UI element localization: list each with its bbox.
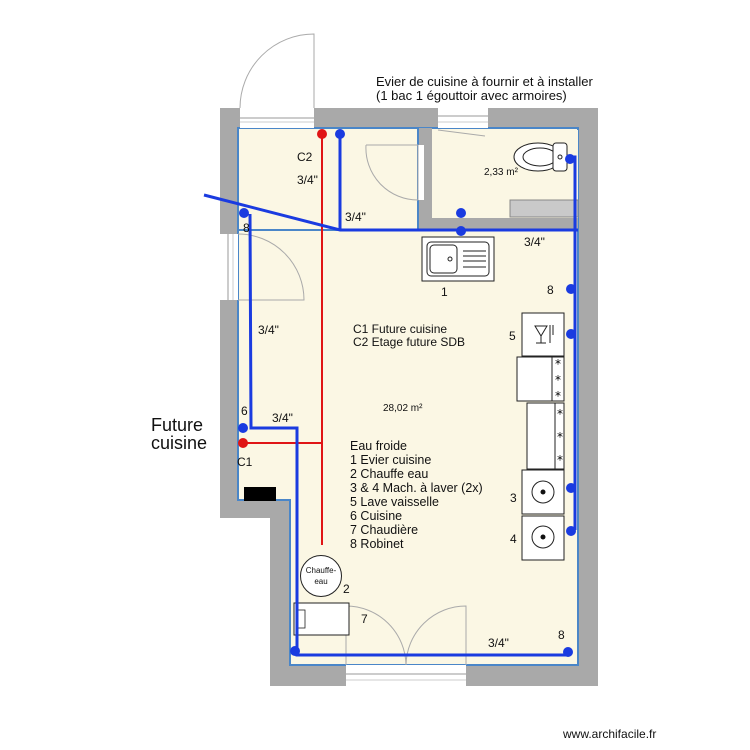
boiler-icon bbox=[293, 602, 350, 636]
toilet-icon bbox=[513, 142, 568, 172]
pipe-size-bottom: 3/4" bbox=[488, 636, 509, 650]
legend-item: 2 Chauffe eau bbox=[350, 467, 429, 481]
svg-text:*: * bbox=[557, 453, 563, 467]
fixture-number-washer2: 4 bbox=[510, 532, 517, 546]
dishwasher-icon bbox=[521, 312, 565, 357]
watermark: www.archifacile.fr bbox=[563, 727, 657, 741]
top-door-swing bbox=[239, 33, 315, 109]
water-heater-label-2: eau bbox=[314, 577, 328, 586]
fixture-number-washer1: 3 bbox=[510, 491, 517, 505]
c2-point bbox=[317, 129, 327, 139]
fixture-number-sink: 1 bbox=[441, 285, 448, 299]
wc-area: 2,33 m² bbox=[484, 167, 518, 178]
bottom-door-swing-left bbox=[345, 605, 407, 666]
red-pipes bbox=[243, 134, 323, 545]
wc-counter bbox=[509, 199, 579, 218]
svg-text:*: * bbox=[555, 357, 561, 371]
legend-item: 5 Lave vaisselle bbox=[350, 495, 439, 509]
pipe-size-left-horizontal: 3/4" bbox=[272, 411, 293, 425]
water-heater-icon: Chauffe- eau bbox=[300, 555, 342, 597]
c1-label: C1 bbox=[237, 455, 253, 469]
header-note-line2: (1 bac 1 égouttoir avec armoires) bbox=[376, 88, 567, 103]
closet-door-swing bbox=[365, 144, 419, 201]
bottom-door-swing-right bbox=[405, 605, 467, 666]
c2-label: C2 bbox=[297, 150, 313, 164]
legend-item: 7 Chaudière bbox=[350, 523, 419, 537]
svg-text:*: * bbox=[557, 430, 563, 444]
left-door-swing bbox=[237, 233, 305, 301]
svg-text:*: * bbox=[557, 407, 563, 421]
water-heater-label-1: Chauffe- bbox=[305, 566, 337, 575]
fixture-number-water-heater: 2 bbox=[343, 582, 350, 596]
fixture-number-kitchen: 6 bbox=[241, 404, 248, 418]
legend-item: 8 Robinet bbox=[350, 537, 404, 551]
legend-item: 6 Cuisine bbox=[350, 509, 403, 523]
washing-machine-2-icon bbox=[521, 515, 565, 561]
main-area: 28,02 m² bbox=[383, 403, 423, 414]
legend: Eau froide 1 Evier cuisine 2 Chauffe eau… bbox=[350, 439, 483, 551]
c1-description: C1 Future cuisine bbox=[353, 322, 448, 336]
wc-window-sash bbox=[437, 129, 486, 137]
future-kitchen-label-2: cuisine bbox=[151, 433, 208, 453]
header-note-line1: Evier de cuisine à fournir et à installe… bbox=[376, 74, 593, 89]
future-kitchen-label-1: Future bbox=[151, 415, 204, 435]
wc-window bbox=[438, 108, 488, 128]
legend-title: Eau froide bbox=[350, 439, 407, 453]
svg-text:*: * bbox=[555, 373, 561, 387]
wc-wall-bottom bbox=[418, 217, 578, 229]
fixture-number-dishwasher: 5 bbox=[509, 329, 516, 343]
c2-description: C2 Etage future SDB bbox=[353, 335, 466, 349]
pipe-size-left-vertical: 3/4" bbox=[258, 323, 279, 337]
legend-item: 1 Evier cuisine bbox=[350, 453, 432, 467]
bottom-door-opening bbox=[346, 665, 466, 686]
cooktop-1-icon: * * * bbox=[516, 356, 565, 403]
fixture-number-tap-bottom-right: 8 bbox=[558, 628, 565, 642]
legend-item: 3 & 4 Mach. à laver (2x) bbox=[350, 481, 483, 495]
kitchen-sink-icon bbox=[421, 236, 495, 282]
fixture-number-tap-top-left: 8 bbox=[243, 221, 250, 235]
svg-text:*: * bbox=[555, 389, 561, 403]
washing-machine-1-icon bbox=[521, 469, 565, 515]
radiator bbox=[244, 487, 276, 501]
pipe-size-c2-branch: 3/4" bbox=[345, 210, 366, 224]
cooktop-2-icon: * * * bbox=[526, 402, 565, 470]
pipe-size-top-right: 3/4" bbox=[524, 235, 545, 249]
blue-points bbox=[238, 129, 576, 657]
c1-point bbox=[238, 438, 248, 448]
fixture-number-tap-right: 8 bbox=[547, 283, 554, 297]
fixture-number-boiler: 7 bbox=[361, 612, 368, 626]
pipe-size-c2-riser: 3/4" bbox=[297, 173, 318, 187]
